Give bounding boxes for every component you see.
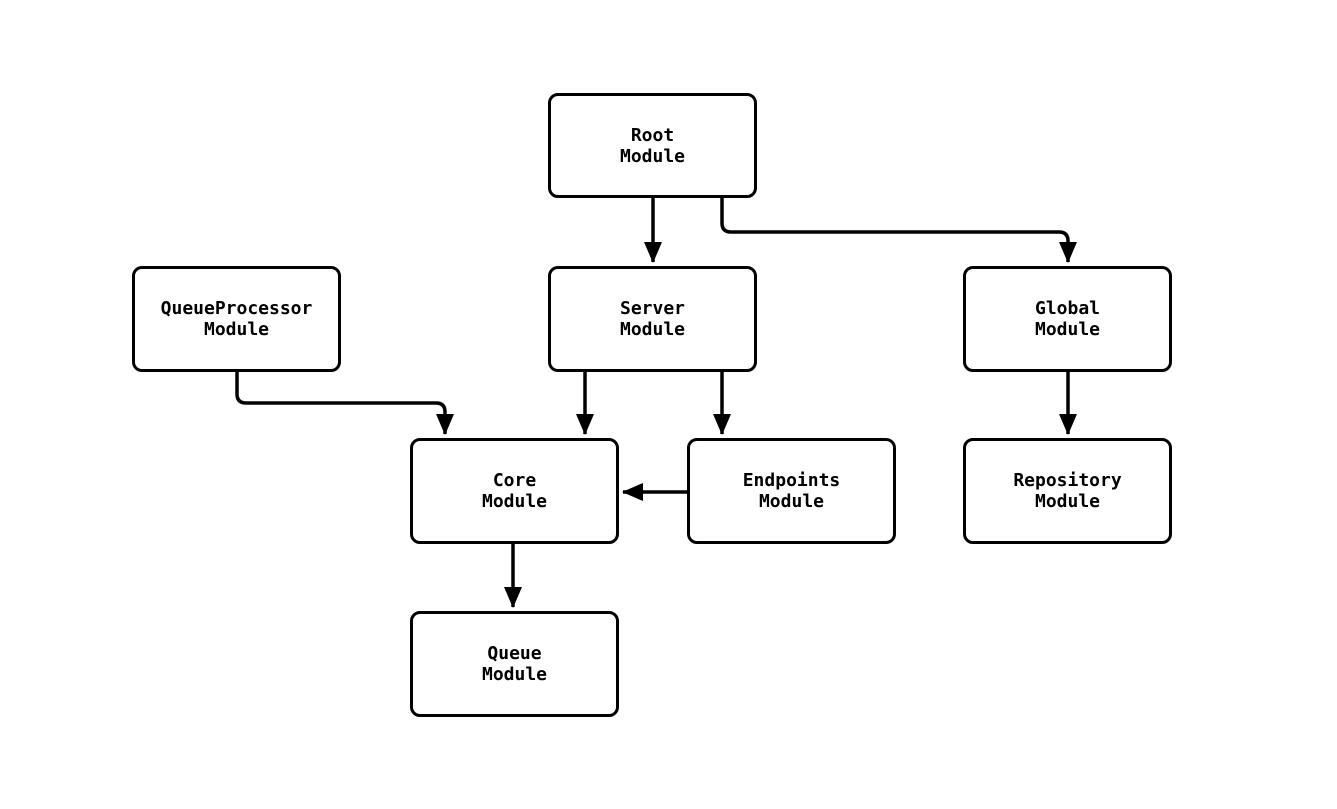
node-label: Queue Module [481,643,548,685]
node-queue-module: Queue Module [410,611,619,717]
node-core-module: Core Module [410,438,619,544]
node-label: Root Module [619,124,686,167]
node-root-module: Root Module [548,93,757,198]
node-label: Global Module [1034,298,1101,340]
node-endpoints-module: Endpoints Module [687,438,896,544]
node-queueprocessor-module: QueueProcessor Module [132,266,341,372]
node-label: Repository Module [1013,470,1122,512]
node-label: QueueProcessor Module [160,298,313,340]
node-label: Server Module [619,298,686,340]
edge-root-to-global [720,198,1077,263]
node-label: Core Module [481,470,548,512]
node-global-module: Global Module [963,266,1172,372]
node-repository-module: Repository Module [963,438,1172,544]
node-label: Endpoints Module [742,470,841,512]
node-server-module: Server Module [548,266,757,372]
edge-queueprocessor-to-core [235,372,454,435]
